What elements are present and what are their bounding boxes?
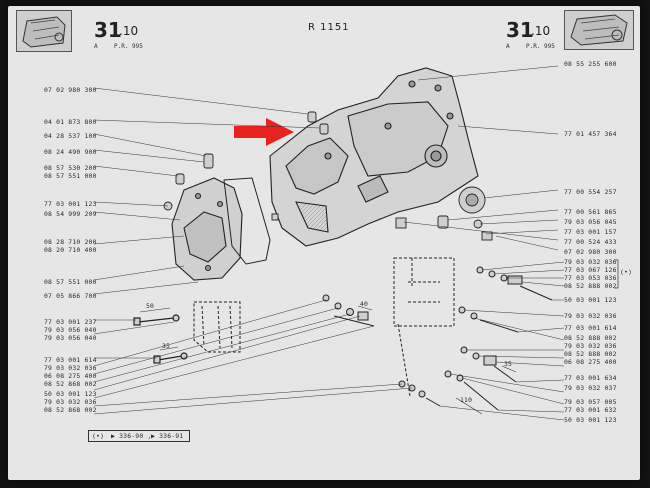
part-number-left: 79 03 056 040 [44,326,97,334]
part-number-right: 77 03 053 036 [564,274,617,282]
part-number-right: 77 03 001 634 [564,374,617,382]
part-number-left: 08 57 551 000 [44,172,97,180]
leader-lines [93,65,565,421]
part-number-left: 08 57 551 000 [44,278,97,286]
part-number-right: 77 03 067 126 [564,266,617,274]
part-number-left: 07 05 866 700 [44,292,97,300]
part-number-left: 07 02 980 300 [44,86,97,94]
part-number-right: 08 55 255 600 [564,60,617,68]
footnote-text-1: ▶ 336-90 , [111,432,152,440]
part-number-left: 04 01 873 800 [44,118,97,126]
rear-housing-cover [171,177,243,281]
cover-gasket [223,177,271,265]
part-number-left: 50 03 001 123 [44,390,97,398]
exploded-view-drawing [93,65,619,421]
part-number-right: 77 00 524 433 [564,238,617,246]
part-number-left: 79 03 032 036 [44,364,97,372]
code-left-a: A [94,43,98,50]
dimension-35-right: 35 [504,360,513,368]
part-number-right: 50 03 001 123 [564,296,617,304]
part-number-right: 79 03 032 036 [564,312,617,320]
part-number-right: 79 03 056 045 [564,218,617,226]
part-number-right: 77 00 554 257 [564,188,617,196]
code-right-pr: P.R. 995 [526,43,555,50]
part-number-right: 08 52 888 002 [564,282,617,290]
part-number-right: 08 52 888 002 [564,350,617,358]
dimension-110: 110 [460,396,473,404]
parts-diagram-sheet: 31 .10 A P.R. 995 R 1151 31 .10 A P.R. 9… [8,6,640,480]
part-number-left: 77 03 001 123 [44,200,97,208]
part-number-right: 77 00 561 865 [564,208,617,216]
part-number-left: 04 28 537 100 [44,132,97,140]
part-number-right: 08 52 888 002 [564,334,617,342]
part-number-left: 77 03 001 237 [44,318,97,326]
dimension-marks [139,305,517,415]
footnote-box: (•) ▶ 336-90 , ▶ 336-91 [88,430,190,442]
red-arrow-pointer [234,118,294,146]
fastener-stack-lower [398,370,499,411]
part-number-left: 08 20 710 400 [44,246,97,254]
part-number-left: 08 57 530 200 [44,164,97,172]
code-right-a: A [506,43,510,50]
part-number-right: 07 02 980 300 [564,248,617,256]
part-number-right: 77 03 001 157 [564,228,617,236]
part-number-left: 06 08 275 400 [44,372,97,380]
code-left-pr: P.R. 995 [114,43,143,50]
part-number-right: 77 03 001 614 [564,324,617,332]
section-sub-left: .10 [119,24,139,38]
section-sub-right: .10 [531,24,551,38]
part-number-right: 06 08 275 400 [564,358,617,366]
dimension-40: 40 [360,300,369,308]
diagram-title: R 1151 [308,22,350,33]
part-number-right: 77 01 457 364 [564,130,617,138]
gearbox-thumbnail-left [16,10,72,52]
part-number-right: 79 03 057 005 [564,398,617,406]
support-bracket-detail [393,257,455,397]
fastener-stack-upper [322,294,375,327]
part-number-left: 79 03 056 040 [44,334,97,342]
part-number-left: 08 52 868 002 [44,406,97,414]
gearbox-thumb-left-drawing [22,16,66,48]
part-number-left: 08 52 868 002 [44,380,97,388]
side-bracket [614,259,619,289]
dimension-35-left: 35 [162,342,171,350]
footnote-mark: (•) [92,432,105,440]
fastener-stack-right [458,266,553,383]
section-number-right: 31 [506,18,534,42]
part-number-right: 79 03 032 037 [564,384,617,392]
section-number-left: 31 [94,18,122,42]
part-number-right: 50 03 001 123 [564,416,617,424]
lower-bracket-detail [193,301,241,353]
side-bracket-mark: (•) [620,268,633,276]
part-number-right: 79 03 032 036 [564,258,617,266]
part-number-left: 08 28 710 200 [44,238,97,246]
gearbox-thumb-right-drawing [570,14,628,46]
footnote-text-2: ▶ 336-91 [151,432,184,440]
part-number-left: 77 03 001 614 [44,356,97,364]
part-number-left: 08 24 490 900 [44,148,97,156]
gearbox-thumbnail-right [564,10,634,50]
part-number-left: 08 54 999 209 [44,210,97,218]
part-number-left: 79 03 032 036 [44,398,97,406]
part-number-right: 77 03 001 632 [564,406,617,414]
small-parts [163,111,493,241]
part-number-right: 79 03 032 036 [564,342,617,350]
gearbox-housing [269,67,479,247]
dimension-50: 50 [146,302,155,310]
